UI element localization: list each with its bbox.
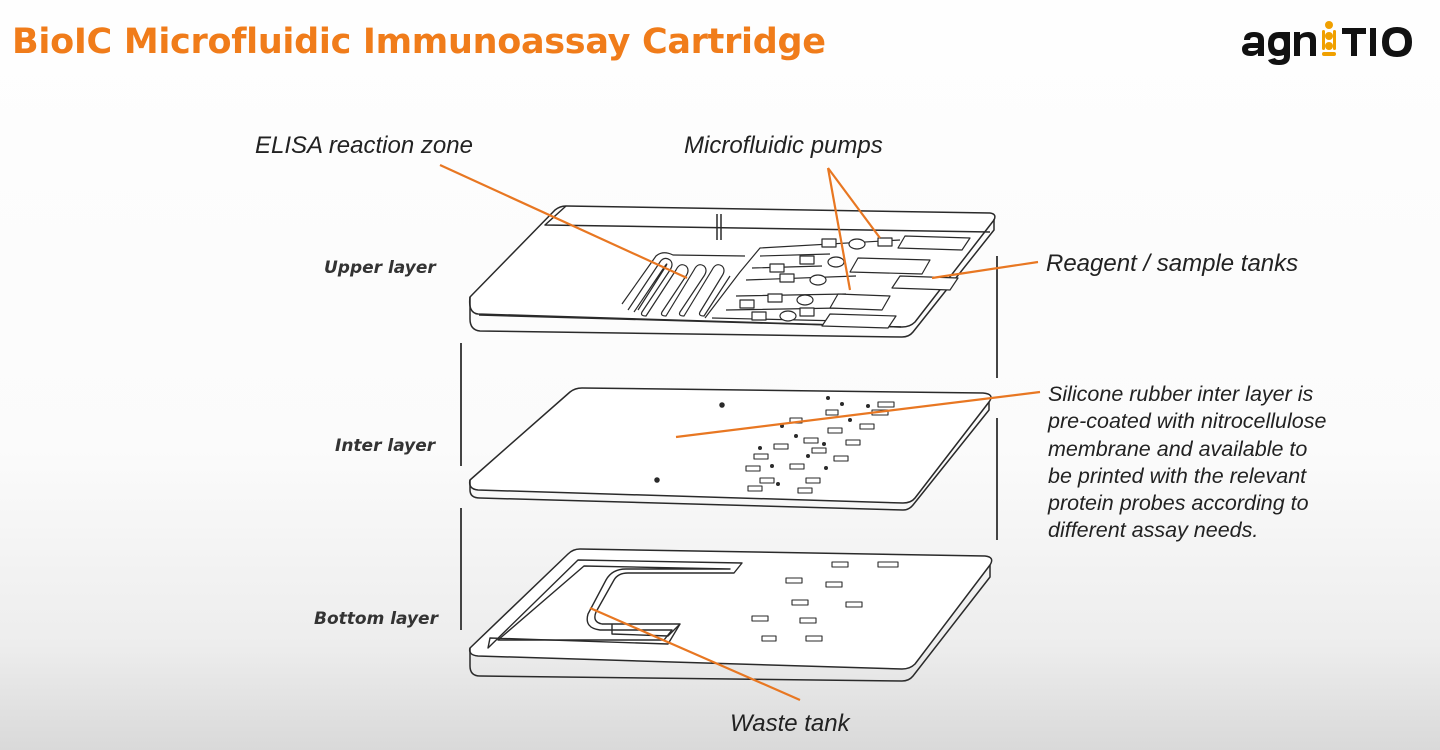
leader-lines: [439, 163, 1041, 702]
callout-pumps-label: Microfluidic pumps: [684, 132, 883, 159]
leader-reagent: [931, 260, 1039, 280]
silicone-inter-layer-note: Silicone rubber inter layer is pre-coate…: [1048, 381, 1378, 545]
callout-reagent-label: Reagent / sample tanks: [1046, 250, 1299, 277]
leader-elisa: [439, 163, 688, 280]
note-line: pre-coated with nitrocellulose: [1048, 409, 1327, 434]
callout-waste-label: Waste tank: [730, 710, 850, 737]
outlet-ports: [751, 561, 899, 642]
inter-layer-label: Inter layer: [335, 436, 436, 456]
note-line: protein probes according to: [1048, 491, 1309, 516]
note-line: Silicone rubber inter layer is: [1048, 382, 1314, 406]
note-line: different assay needs.: [1048, 518, 1259, 543]
upper-layer-label: Upper layer: [324, 258, 436, 278]
layer-guide-lines: [460, 256, 998, 630]
leader-pump-1: [826, 167, 852, 291]
upper-layer-plate: [468, 205, 996, 338]
agnitio-logo: agnitio: [1238, 18, 1438, 68]
bottom-layer-label: Bottom layer: [314, 609, 438, 629]
note-line: be printed with the relevant: [1048, 463, 1307, 488]
bottom-layer-plate: [468, 548, 993, 682]
leader-silicone: [675, 390, 1041, 439]
elisa-serpentine-channel: [621, 252, 746, 317]
waste-tank-outline: [487, 559, 743, 649]
slide-title: BioIC Microfluidic Immunoassay Cartridge: [12, 22, 826, 62]
note-line: membrane and available to: [1048, 436, 1308, 461]
inter-layer-plate: [468, 387, 992, 511]
logo-graphic: [1242, 21, 1412, 65]
callout-elisa-label: ELISA reaction zone: [255, 132, 473, 159]
leader-pump-2: [827, 167, 881, 239]
leader-waste: [589, 606, 801, 702]
